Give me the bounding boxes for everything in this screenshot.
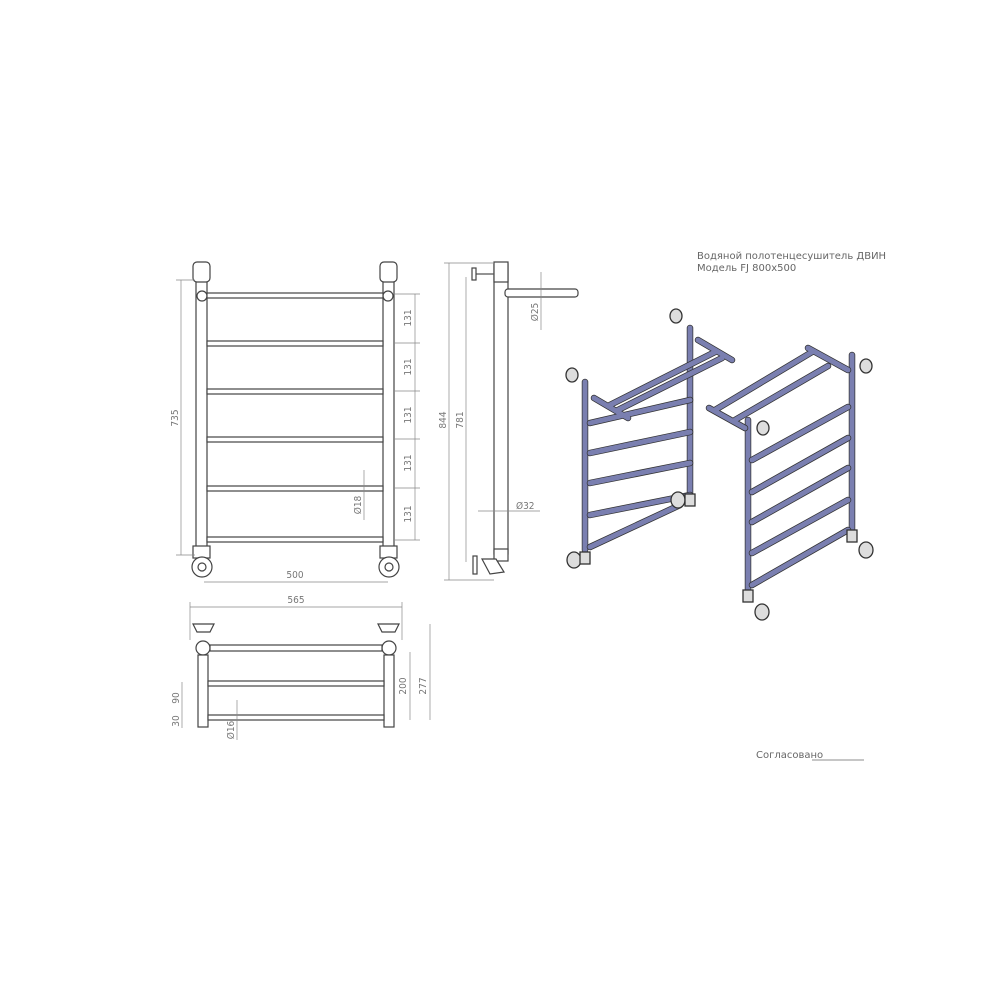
left-bottom-nut <box>192 545 211 559</box>
valve-icon <box>756 420 770 436</box>
shelf-arm <box>504 288 579 298</box>
front-view: 735 131 131 131 131 131 Ø18 500 <box>170 261 420 583</box>
valve-icon <box>858 541 874 559</box>
valve-icon <box>669 308 683 324</box>
valve-icon <box>859 358 873 374</box>
right-bottom-nut <box>379 545 398 559</box>
dim-spacing: 131 <box>403 406 414 423</box>
valve-icon <box>670 491 686 509</box>
isometric-view-right <box>705 344 874 621</box>
dim-overall-width: 565 <box>287 595 304 606</box>
right-top-cap <box>379 261 398 283</box>
dim-spacing: 131 <box>403 454 414 471</box>
dim-rail-diameter: Ø18 <box>352 495 364 514</box>
side-post <box>493 263 509 555</box>
valve-icon <box>754 603 770 621</box>
dim-overall-height: 844 <box>438 411 449 428</box>
drawing-title: Водяной полотенцесушитель ДВИН <box>697 251 886 262</box>
dim-spacing: 131 <box>403 358 414 375</box>
dim-depth-shelf: 200 <box>398 677 409 694</box>
dim-offset-30: 30 <box>171 715 182 727</box>
valve-icon <box>565 367 579 383</box>
dim-shelf-diameter: Ø25 <box>529 303 541 322</box>
dim-axis-height: 781 <box>455 411 466 428</box>
top-view: 565 200 277 90 30 Ø16 <box>171 595 431 740</box>
model-name: Модель FJ 800x500 <box>697 263 796 274</box>
dim-spacing: 131 <box>403 309 414 326</box>
rails <box>206 292 384 543</box>
dim-spacing: 131 <box>403 505 414 522</box>
left-post <box>195 279 208 551</box>
dim-depth-total: 277 <box>418 677 429 694</box>
right-post <box>382 279 395 551</box>
dim-offset-90: 90 <box>171 692 182 704</box>
valve-icon <box>566 551 582 569</box>
side-view: 844 781 Ø25 Ø32 <box>438 261 579 581</box>
dim-bar-diameter: Ø16 <box>225 720 237 739</box>
isometric-view-left <box>565 308 736 569</box>
left-top-cap <box>192 261 211 283</box>
dim-post-diameter: Ø32 <box>516 500 535 512</box>
dim-height: 735 <box>170 409 181 426</box>
dim-width: 500 <box>286 570 303 581</box>
approval-label: Согласовано <box>756 750 823 761</box>
